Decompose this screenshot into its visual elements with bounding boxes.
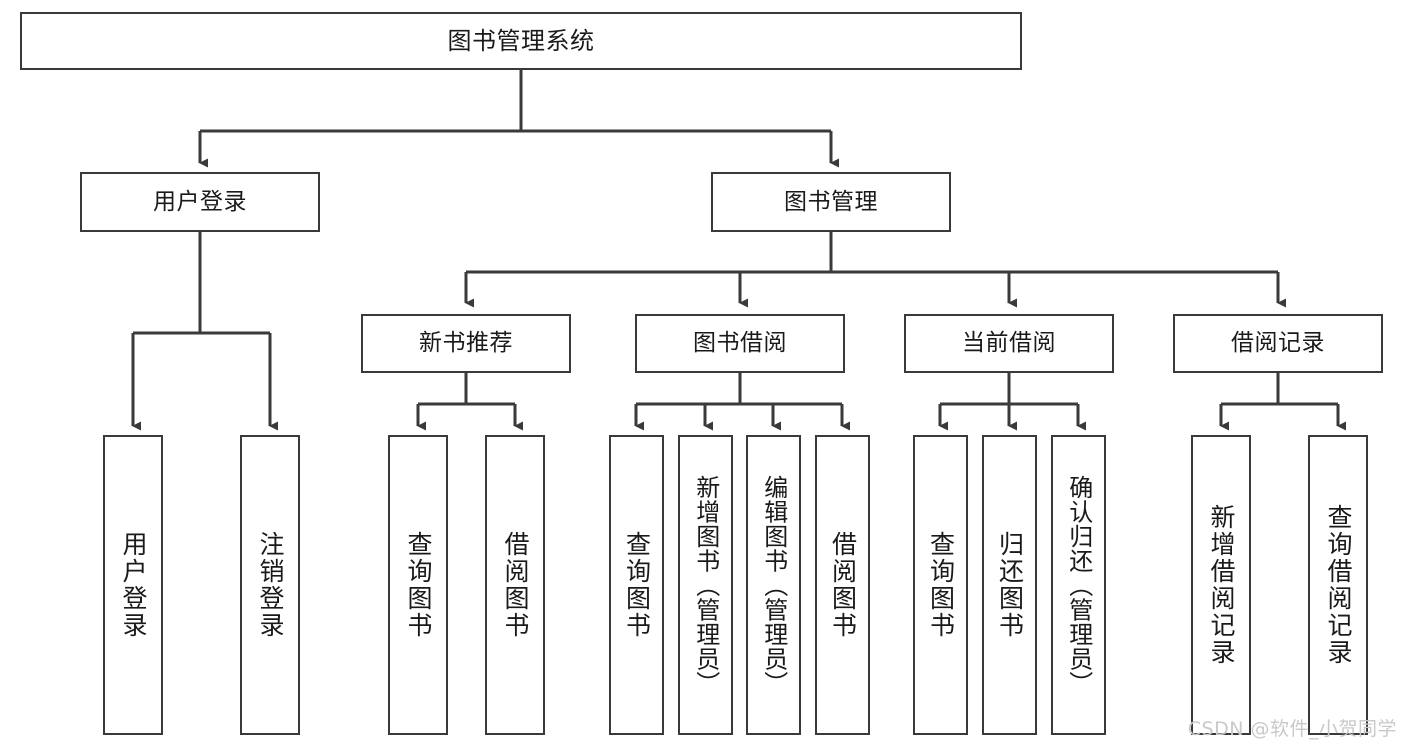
node-label: 查询图书 (622, 531, 652, 639)
node-label: 借阅图书 (828, 531, 858, 639)
leaf-logout-login[interactable]: 注销登录 (240, 435, 300, 735)
node-label: 归还图书 (995, 531, 1025, 639)
node-label: 图书管理 (784, 188, 878, 215)
node-label: 确认归还（管理员） (1064, 474, 1093, 696)
node-label: 用户登录 (153, 188, 247, 215)
leaf-query-book-current[interactable]: 查询图书 (913, 435, 968, 735)
leaf-query-borrow-record[interactable]: 查询借阅记录 (1308, 435, 1368, 735)
node-new-book-recommend[interactable]: 新书推荐 (361, 314, 571, 373)
node-label: 借阅记录 (1231, 330, 1325, 356)
node-book-management[interactable]: 图书管理 (711, 172, 951, 232)
leaf-borrow-book[interactable]: 借阅图书 (815, 435, 870, 735)
leaf-query-book-borrow[interactable]: 查询图书 (609, 435, 664, 735)
node-label: 注销登录 (256, 531, 285, 639)
node-user-login[interactable]: 用户登录 (80, 172, 320, 232)
node-label: 借阅图书 (501, 531, 530, 639)
leaf-return-book[interactable]: 归还图书 (982, 435, 1037, 735)
node-label: 当前借阅 (962, 330, 1056, 356)
node-label: 图书管理系统 (447, 27, 595, 55)
leaf-add-book-admin[interactable]: 新增图书（管理员） (678, 435, 733, 735)
node-book-borrow[interactable]: 图书借阅 (635, 314, 845, 373)
leaf-query-book-recommend[interactable]: 查询图书 (388, 435, 448, 735)
node-label: 用户登录 (119, 531, 148, 639)
node-label: 编辑图书（管理员） (759, 474, 788, 696)
node-label: 查询图书 (926, 531, 956, 639)
leaf-edit-book-admin[interactable]: 编辑图书（管理员） (746, 435, 801, 735)
node-label: 查询借阅记录 (1324, 504, 1353, 666)
leaf-confirm-return-admin[interactable]: 确认归还（管理员） (1051, 435, 1106, 735)
node-current-borrow[interactable]: 当前借阅 (904, 314, 1114, 373)
node-borrow-record[interactable]: 借阅记录 (1173, 314, 1383, 373)
node-label: 图书借阅 (693, 330, 787, 356)
watermark: CSDN @软件_小贺同学 (1187, 718, 1397, 740)
node-label: 新书推荐 (419, 330, 513, 356)
leaf-add-borrow-record[interactable]: 新增借阅记录 (1191, 435, 1251, 735)
node-label: 新增图书（管理员） (691, 474, 720, 696)
leaf-user-login[interactable]: 用户登录 (103, 435, 163, 735)
node-label: 新增借阅记录 (1207, 504, 1236, 666)
node-label: 查询图书 (404, 531, 433, 639)
node-root-system[interactable]: 图书管理系统 (20, 12, 1022, 70)
leaf-borrow-book-recommend[interactable]: 借阅图书 (485, 435, 545, 735)
